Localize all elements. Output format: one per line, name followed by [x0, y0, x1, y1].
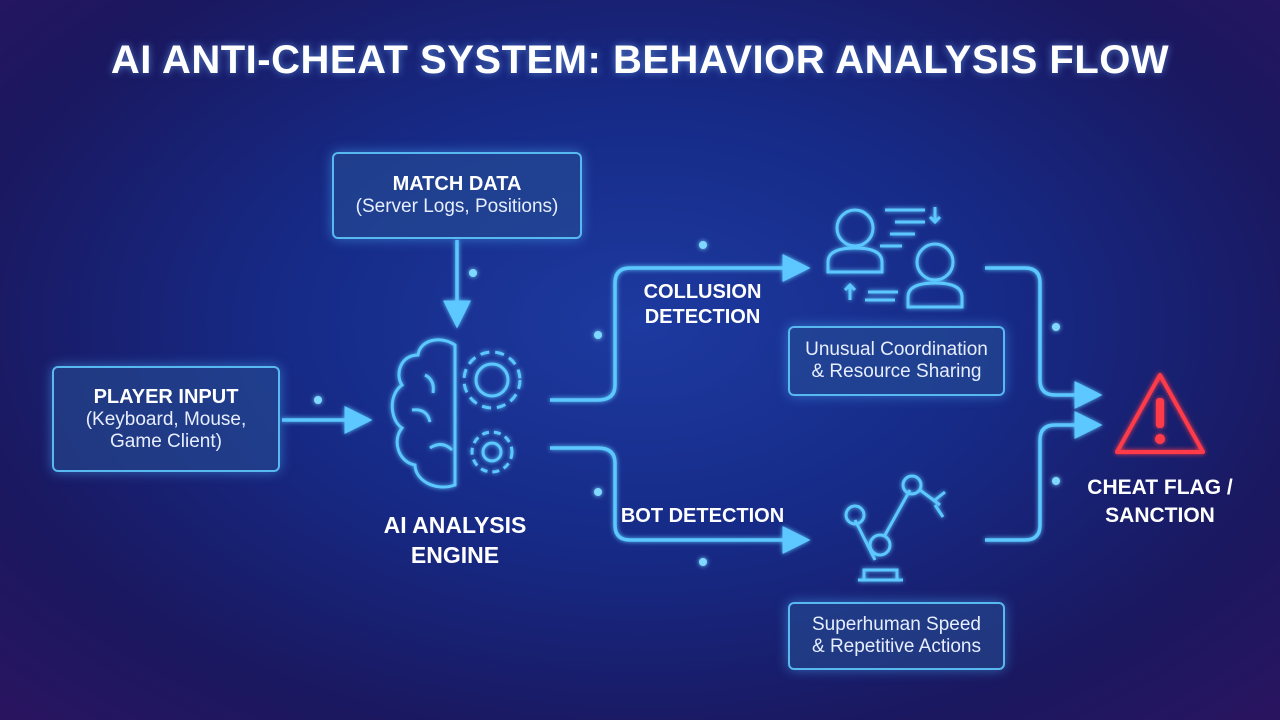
- arrow-to-collusion: [550, 254, 811, 402]
- arrow-collusion-to-flag: [985, 266, 1103, 409]
- collusion-line1: COLLUSION: [643, 281, 762, 303]
- bot-desc1: Superhuman Speed: [811, 614, 981, 635]
- player-input-heading: PLAYER INPUT: [93, 385, 239, 408]
- robot-arm-icon: [844, 474, 946, 582]
- page-title: AI ANTI-CHEAT SYSTEM: BEHAVIOR ANALYSIS …: [110, 38, 1170, 82]
- player-input-sub1: (Keyboard, Mouse,: [85, 408, 247, 430]
- flow-dots: [314, 241, 1060, 566]
- collusion-label: COLLUSION DETECTION: [620, 280, 785, 330]
- arrow-bot-to-flag: [985, 411, 1103, 542]
- collusion-desc1: Unusual Coordination: [805, 339, 988, 360]
- bot-label: BOT DETECTION: [620, 505, 785, 527]
- bot-desc-box: Superhuman Speed & Repetitive Actions: [788, 602, 1005, 670]
- engine-label: AI ANALYSIS ENGINE: [355, 510, 555, 570]
- result-line1: CHEAT FLAG /: [1087, 476, 1233, 499]
- collusion-desc-box: Unusual Coordination & Resource Sharing: [788, 326, 1005, 396]
- player-input-sub2: Game Client): [110, 430, 222, 452]
- engine-line2: ENGINE: [410, 542, 500, 568]
- cheat-flag-label: CHEAT FLAG / SANCTION: [1070, 474, 1250, 530]
- match-data-heading: MATCH DATA: [392, 173, 522, 195]
- collusion-line2: DETECTION: [644, 306, 761, 328]
- bot-desc2: & Repetitive Actions: [812, 636, 981, 657]
- match-data-box: MATCH DATA (Server Logs, Positions): [332, 152, 582, 239]
- collusion-people-icon: [826, 207, 964, 309]
- warning-triangle-icon: [1115, 373, 1205, 454]
- player-input-box: PLAYER INPUT (Keyboard, Mouse, Game Clie…: [52, 366, 280, 472]
- engine-line1: AI ANALYSIS: [383, 512, 527, 538]
- result-line2: SANCTION: [1105, 504, 1215, 527]
- collusion-desc2: & Resource Sharing: [811, 361, 982, 382]
- arrow-to-bot: [550, 446, 811, 554]
- match-data-sub: (Server Logs, Positions): [355, 196, 559, 217]
- brain-gears-icon: [390, 338, 522, 489]
